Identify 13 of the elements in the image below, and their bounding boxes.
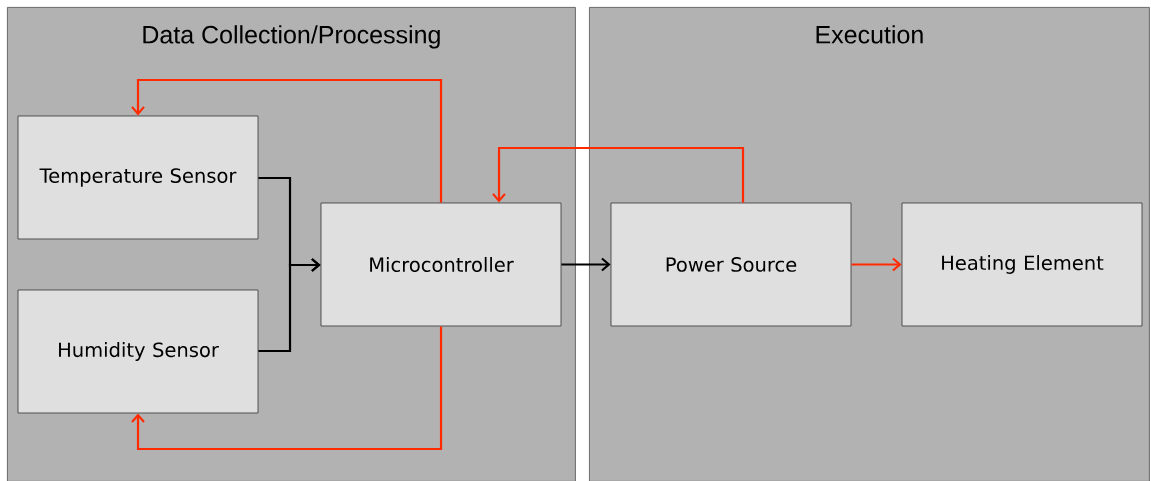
panel-title: Data Collection/Processing: [143, 25, 440, 49]
arrow: [131, 326, 443, 451]
process-box: Temperature Sensor: [17, 115, 259, 240]
process-box: Humidity Sensor: [17, 289, 259, 414]
arrow: [131, 78, 443, 203]
process-box: Microcontroller: [320, 202, 562, 327]
arrow: [851, 257, 902, 272]
arrow: [258, 258, 321, 353]
process-box: Power Source: [610, 202, 852, 327]
arrow: [492, 146, 745, 203]
panel-title: Execution: [816, 25, 923, 44]
arrow: [561, 257, 611, 272]
process-box: Heating Element: [901, 202, 1143, 327]
